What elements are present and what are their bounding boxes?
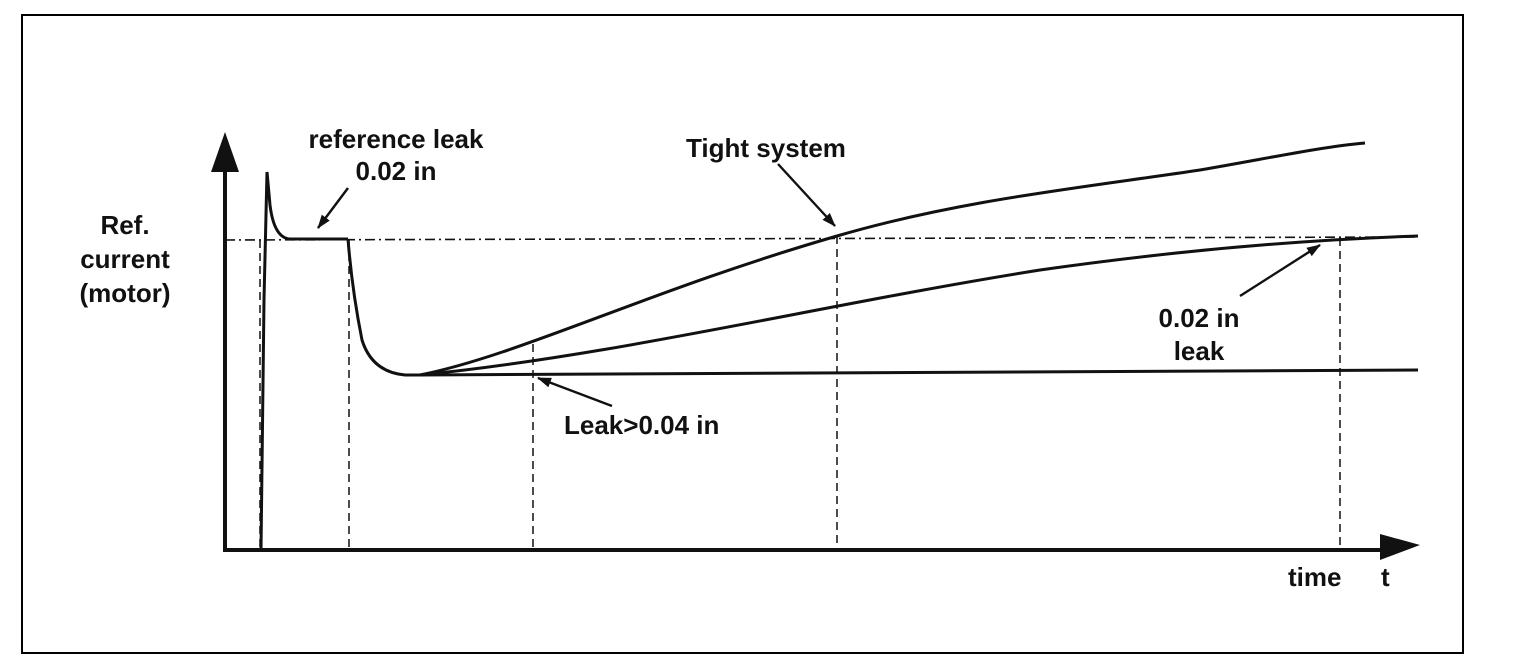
x-axis-arrowhead: [1380, 534, 1420, 560]
reference-leak-label-line-2: 0.02 in: [355, 156, 437, 186]
reference-phase-curve: [259, 171, 348, 551]
leak-small-label-line-1: 0.02 in: [1158, 303, 1240, 333]
y-axis-arrowhead: [211, 132, 239, 172]
y-axis-label: Ref. current (motor): [62, 210, 188, 308]
x-axis-symbol: t: [1381, 562, 1390, 592]
leak-large-label: Leak>0.04 in: [564, 410, 720, 440]
leak-small-label: 0.02 in leak: [1132, 303, 1266, 366]
y-axis-label-line-3: (motor): [79, 278, 171, 308]
x-axis-label: time: [1288, 562, 1342, 592]
reference-leak-label-line-1: reference leak: [308, 124, 484, 154]
y-axis-label-line-2: current: [80, 244, 170, 274]
leak-large-arrow: [537, 376, 613, 408]
reference-leak-label: reference leak 0.02 in: [286, 124, 506, 186]
pressure-drop-curve: [346, 238, 420, 377]
tight-system-arrow: [777, 163, 836, 227]
curve-leak-small: [419, 234, 1419, 377]
curve-tight-system: [419, 141, 1366, 377]
leak-small-label-line-2: leak: [1173, 336, 1225, 366]
y-axis-label-line-1: Ref.: [100, 210, 150, 240]
reference-leak-arrow: [317, 187, 349, 229]
leak-small-arrow: [1239, 243, 1321, 298]
curve-leak-large: [419, 368, 1419, 377]
reference-level-line: [224, 236, 1419, 241]
tight-system-label: Tight system: [686, 133, 846, 163]
